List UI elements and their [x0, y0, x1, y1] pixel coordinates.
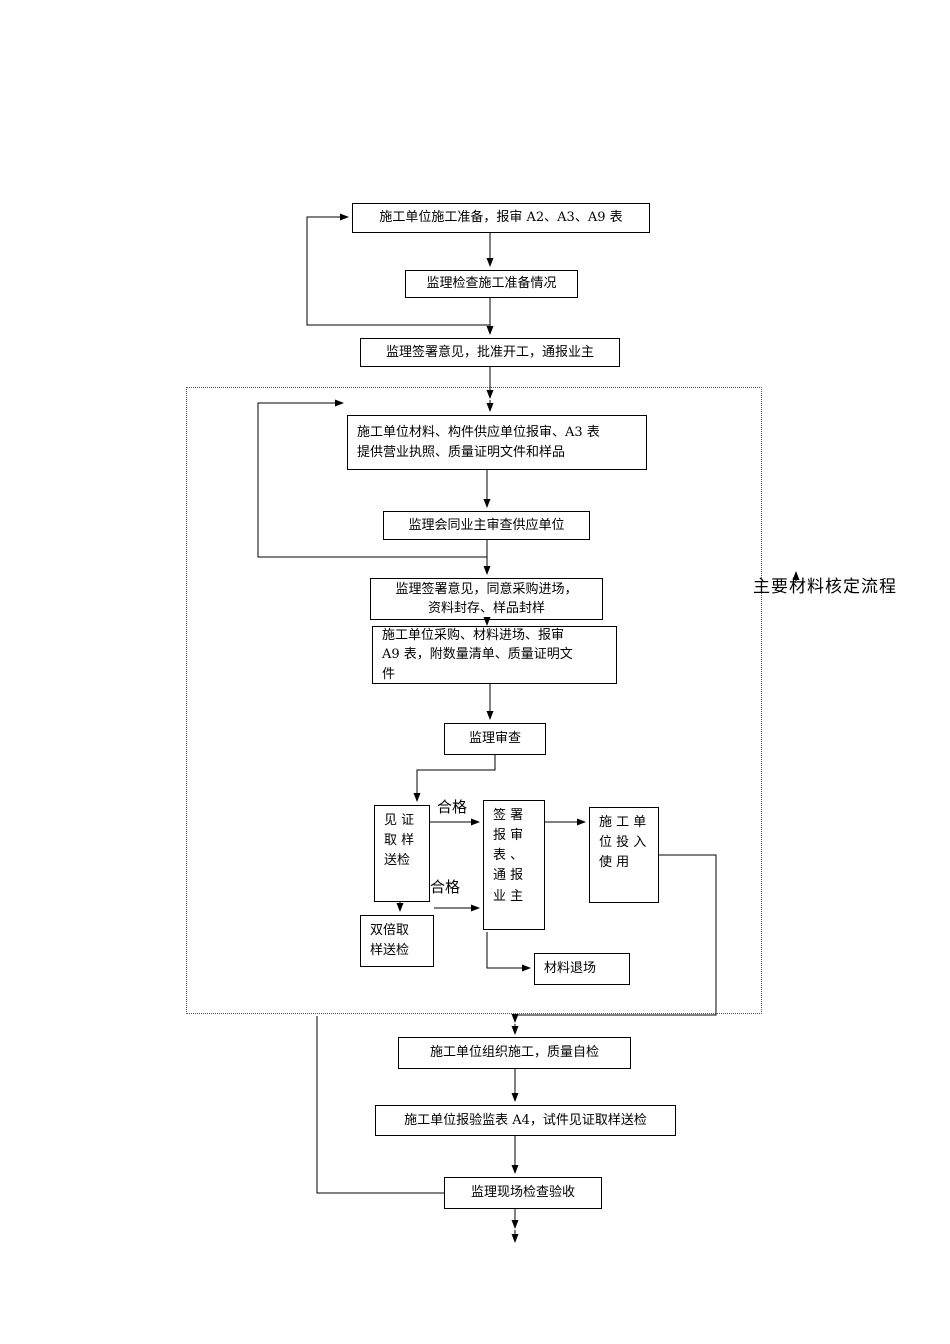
flow-box-approve-purchase: 监理签署意见，同意采购进场， 资料封存、样品封样 — [370, 578, 603, 620]
flow-box-supplier-submit: 施工单位材料、构件供应单位报审、A3 表 提供营业执照、质量证明文件和样品 — [347, 415, 647, 470]
flow-box-supervisor-review: 监理审查 — [444, 723, 546, 755]
flow-box-report-inspection: 施工单位报验监表 A4，试件见证取样送检 — [375, 1105, 676, 1136]
label-qualified-top: 合格 — [437, 798, 468, 816]
flow-box-site-acceptance: 监理现场检查验收 — [444, 1177, 602, 1209]
side-title-material-process: 主要材料核定流程 — [753, 577, 897, 597]
flow-box-double-sampling: 双倍取 样送检 — [360, 915, 434, 967]
flow-box-witness-sampling: 见 证 取 样 送检 — [374, 805, 430, 902]
flow-box-approve-start: 监理签署意见，批准开工，通报业主 — [360, 338, 620, 367]
label-qualified-bottom: 合格 — [430, 878, 461, 896]
flow-box-put-into-use: 施 工 单 位 投 入 使 用 — [589, 807, 659, 903]
material-verification-region — [186, 387, 762, 1014]
flow-box-check-preparation: 监理检查施工准备情况 — [405, 270, 578, 298]
flow-box-material-exit: 材料退场 — [534, 953, 630, 985]
flow-box-prepare: 施工单位施工准备，报审 A2、A3、A9 表 — [352, 203, 650, 233]
flow-box-sign-report: 签 署 报 审 表 、 通 报 业 主 — [483, 800, 545, 930]
flow-box-material-entry: 施工单位采购、材料进场、报审 A9 表，附数量清单、质量证明文 件 — [372, 626, 617, 684]
flow-box-review-supplier: 监理会同业主审查供应单位 — [383, 511, 590, 540]
flow-box-organize-construction: 施工单位组织施工，质量自检 — [398, 1037, 631, 1069]
